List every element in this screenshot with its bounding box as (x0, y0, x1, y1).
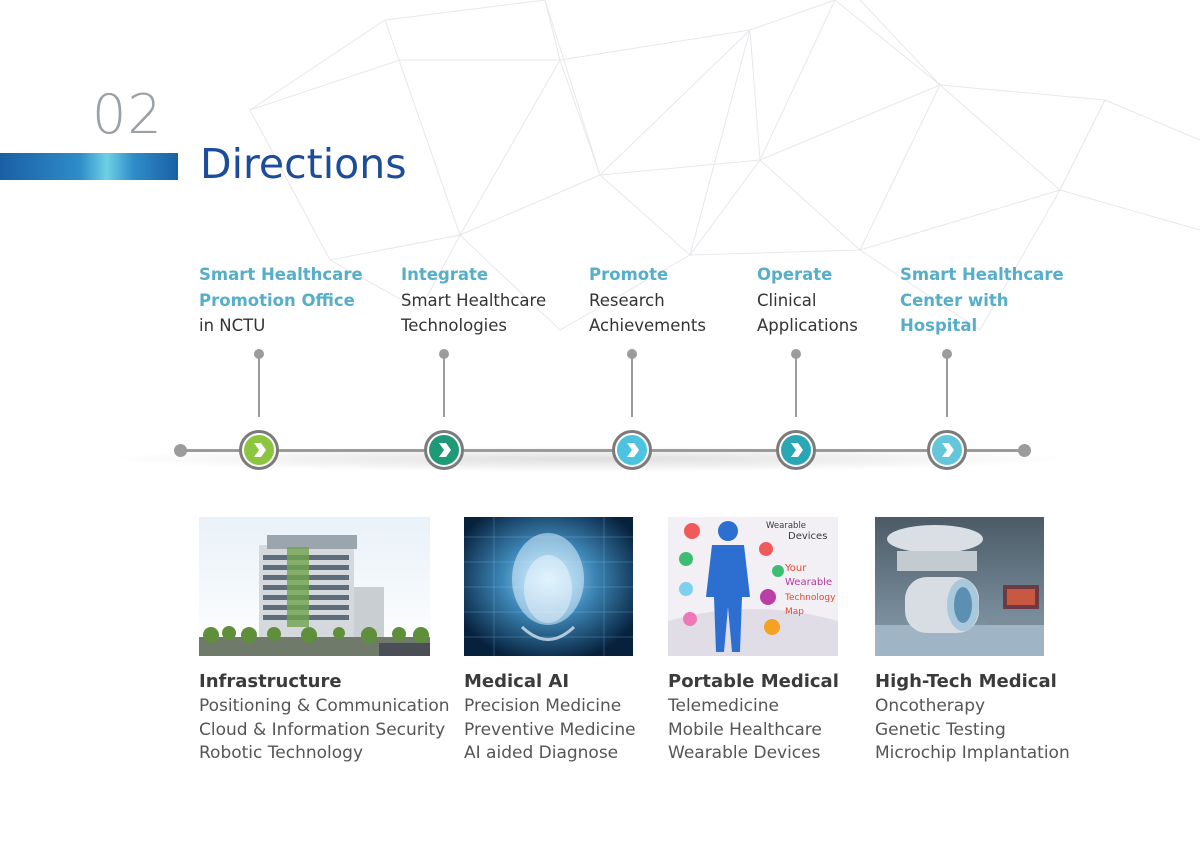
ai-head-photo (464, 517, 633, 656)
category-item: Mobile Healthcare (668, 719, 822, 740)
timeline-node-2-fill (429, 435, 459, 465)
chevron-right-icon (791, 443, 803, 457)
step-4-pin-line (795, 356, 797, 417)
step-4-pin-dot (791, 349, 801, 359)
timeline-node-1 (239, 430, 279, 470)
step-2-plain-line-1: Smart Healthcare (401, 290, 547, 310)
building-photo (199, 517, 430, 656)
category-title-high-tech-medical: High-Tech Medical (875, 671, 1057, 692)
step-2-pin-dot (439, 349, 449, 359)
svg-text:Wearable: Wearable (785, 577, 832, 588)
step-3-plain-line-2: Achievements (589, 316, 706, 335)
header-accent-bar (0, 153, 178, 180)
step-2-plain-line-2: Technologies (401, 316, 507, 335)
step-5-highlight-line-3: Hospital (900, 316, 978, 335)
step-4-plain-line-1: Clinical (757, 290, 817, 310)
step-3-highlight-line-1: Promote (589, 265, 669, 284)
timeline-node-1-fill (244, 435, 274, 465)
step-4-plain-line-2: Applications (757, 316, 858, 335)
step-5-label: Smart Healthcare Center with Hospital (900, 262, 1064, 339)
category-item: AI aided Diagnose (464, 743, 619, 763)
svg-text:Your: Your (784, 563, 807, 574)
chevron-right-icon (627, 443, 639, 457)
timeline-node-4-fill (781, 435, 811, 465)
step-3-pin-line (631, 356, 633, 417)
step-1-label: Smart Healthcare Promotion Office in NCT… (199, 262, 363, 339)
step-3-label: Promote Research Achievements (589, 262, 706, 339)
category-item: Telemedicine (668, 696, 779, 716)
page-title: Directions (200, 140, 407, 188)
category-item: Wearable Devices (668, 743, 821, 763)
category-title-infrastructure: Infrastructure (199, 671, 342, 692)
chevron-right-icon (942, 443, 954, 457)
category-item: Genetic Testing (875, 719, 1006, 740)
category-item: Cloud & Information Security (199, 719, 446, 740)
category-title-medical-ai: Medical AI (464, 671, 570, 692)
category-item: Preventive Medicine (464, 719, 636, 740)
svg-text:Map: Map (785, 607, 804, 617)
timeline-end-dot (1018, 444, 1031, 457)
step-3-pin-dot (627, 349, 637, 359)
timeline-node-5 (927, 430, 967, 470)
timeline-node-3 (612, 430, 652, 470)
step-5-highlight-line-1: Smart Healthcare (900, 265, 1064, 284)
step-3-plain-line-1: Research (589, 290, 665, 310)
chevron-right-icon (439, 443, 451, 457)
step-5-pin-line (946, 356, 948, 417)
category-title-portable-medical: Portable Medical (668, 671, 839, 692)
timeline-node-3-fill (617, 435, 647, 465)
category-item: Positioning & Communication (199, 696, 450, 716)
svg-text:Wearable: Wearable (766, 521, 806, 531)
category-item: Microchip Implantation (875, 743, 1070, 763)
step-2-label: Integrate Smart Healthcare Technologies (401, 262, 546, 339)
step-5-pin-dot (942, 349, 952, 359)
timeline-node-4 (776, 430, 816, 470)
category-item: Robotic Technology (199, 743, 364, 763)
step-2-highlight-line-1: Integrate (401, 265, 489, 284)
step-5-highlight-line-2: Center with (900, 290, 1009, 310)
medical-machine-photo (875, 517, 1044, 656)
chevron-right-icon (254, 443, 266, 457)
svg-text:Technology: Technology (784, 593, 836, 603)
timeline-node-2 (424, 430, 464, 470)
step-1-pin-dot (254, 349, 264, 359)
section-number: 02 (92, 83, 163, 146)
step-4-label: Operate Clinical Applications (757, 262, 858, 339)
step-1-pin-line (258, 356, 260, 417)
wearable-devices-illustration: Wearable Devices Your Wearable Technolog… (668, 517, 838, 656)
category-item: Oncotherapy (875, 696, 986, 716)
step-1-highlight-line-1: Smart Healthcare (199, 265, 363, 284)
svg-text:Devices: Devices (788, 531, 827, 542)
timeline-start-dot (174, 444, 187, 457)
step-1-plain-line-1: in NCTU (199, 316, 266, 335)
timeline-line (180, 449, 1025, 452)
step-1-highlight-line-2: Promotion Office (199, 290, 355, 310)
timeline-node-5-fill (932, 435, 962, 465)
step-4-highlight-line-1: Operate (757, 265, 833, 284)
category-item: Precision Medicine (464, 696, 622, 716)
step-2-pin-line (443, 356, 445, 417)
